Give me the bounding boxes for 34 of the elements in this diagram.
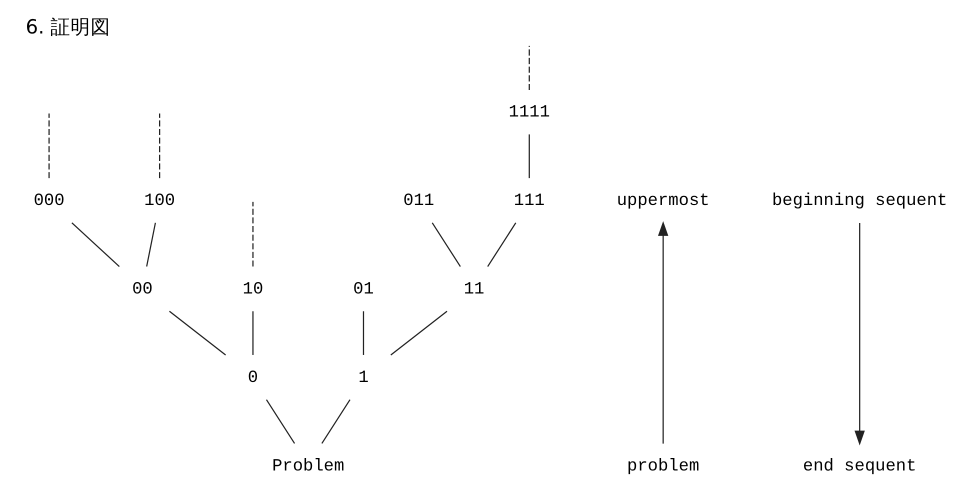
connector (487, 222, 516, 267)
node-text: uppermost (616, 192, 710, 212)
arrow (854, 222, 865, 446)
arrow (658, 221, 668, 444)
node-text: 10 (242, 280, 264, 300)
node-text: 1111 (508, 104, 550, 123)
node-text: 000 (34, 192, 65, 212)
node-text: 0 (248, 368, 258, 388)
connector (528, 134, 530, 178)
connector (169, 310, 226, 356)
connector (266, 399, 296, 444)
connector (159, 114, 160, 178)
node-text: beginning sequent (772, 192, 948, 212)
node-text: 111 (514, 192, 545, 212)
connector (48, 114, 50, 178)
node-text: 1 (358, 368, 369, 388)
node-text: 00 (132, 280, 153, 300)
node-text: Problem (272, 457, 344, 476)
diagram-title: 6. 証明図 (26, 16, 111, 39)
node-text: 11 (464, 280, 484, 300)
node-text: end sequent (802, 457, 916, 476)
connector (252, 202, 254, 267)
connector (252, 311, 254, 355)
connector (362, 311, 364, 355)
connector (71, 222, 120, 267)
node-text: problem (627, 457, 700, 476)
connector (528, 46, 530, 90)
connector (146, 222, 156, 267)
node-text: 011 (403, 192, 434, 212)
connector (432, 222, 461, 267)
connector (321, 399, 350, 444)
connector (390, 310, 448, 356)
node-text: 01 (353, 280, 374, 300)
node-text: 100 (144, 192, 176, 212)
